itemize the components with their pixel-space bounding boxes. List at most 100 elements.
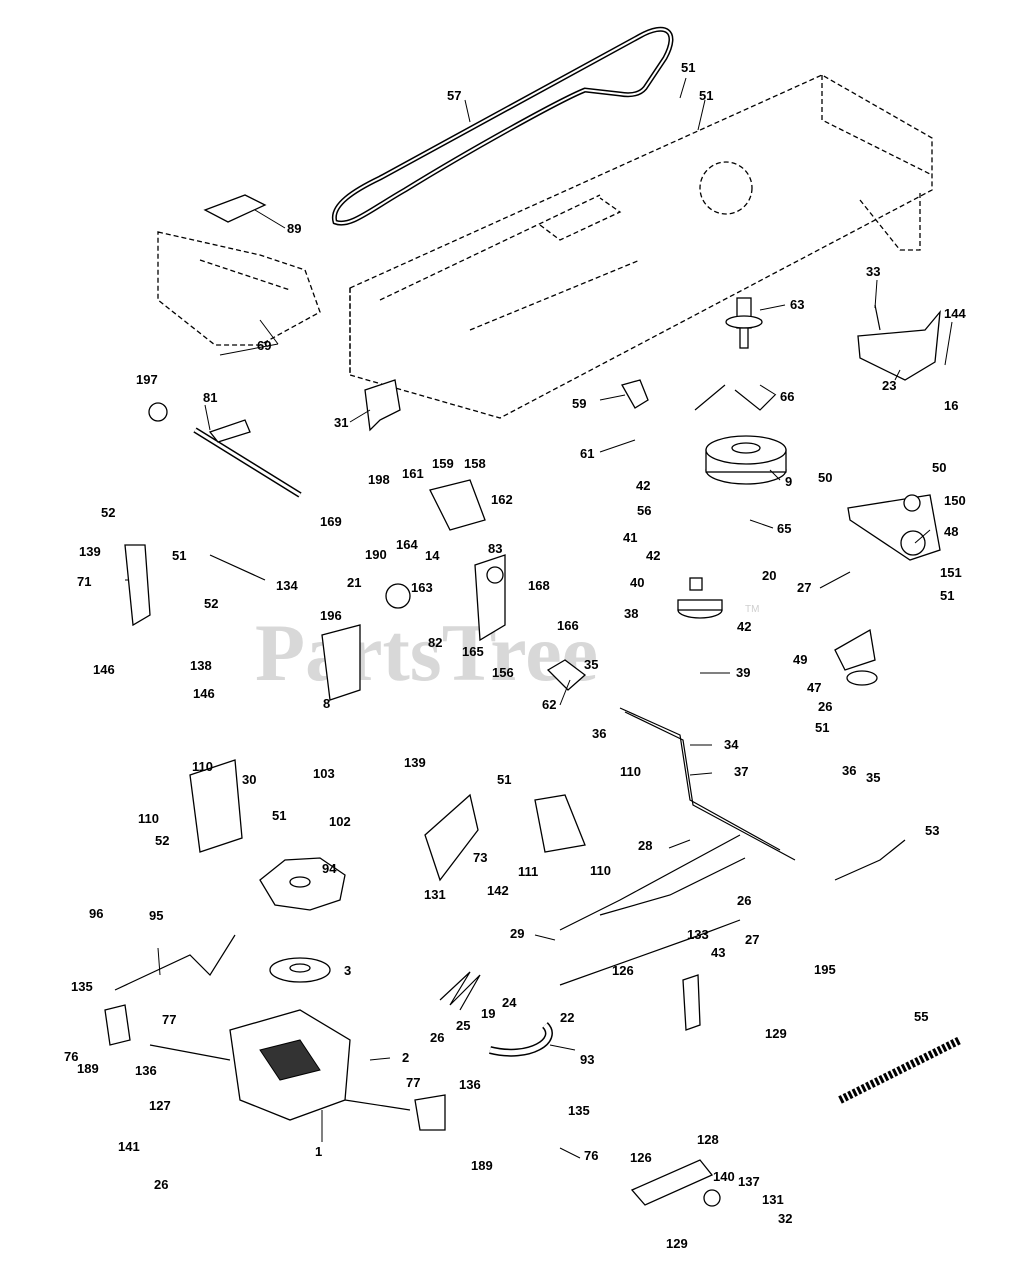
part-callout-27: 27	[797, 580, 811, 595]
drive-belt	[331, 26, 674, 226]
part-callout-139: 139	[79, 544, 101, 559]
part-callout-43: 43	[711, 945, 725, 960]
part-callout-26: 26	[430, 1030, 444, 1045]
part-callout-51: 51	[497, 772, 511, 787]
part-callout-53: 53	[925, 823, 939, 838]
part-callout-50: 50	[818, 470, 832, 485]
frame-drawing	[349, 74, 933, 419]
part-callout-136: 136	[135, 1063, 157, 1078]
part-callout-31: 31	[334, 415, 348, 430]
part-callout-61: 61	[580, 446, 594, 461]
part-callout-103: 103	[313, 766, 335, 781]
part-callout-81: 81	[203, 390, 217, 405]
part-callout-110: 110	[590, 863, 611, 878]
part-callout-50: 50	[932, 460, 946, 475]
part-callout-32: 32	[778, 1211, 792, 1226]
part-callout-83: 83	[488, 541, 502, 556]
part-callout-126: 126	[630, 1150, 652, 1165]
part-callout-135: 135	[568, 1103, 590, 1118]
part-callout-141: 141	[118, 1139, 140, 1154]
part-callout-48: 48	[944, 524, 958, 539]
part-callout-51: 51	[681, 60, 695, 75]
part-shapes	[104, 194, 962, 1207]
part-callout-89: 89	[287, 221, 301, 236]
part-callout-126: 126	[612, 963, 634, 978]
part-callout-158: 158	[464, 456, 486, 471]
part-callout-36: 36	[592, 726, 606, 741]
part-callout-136: 136	[459, 1077, 481, 1092]
part-callout-140: 140	[713, 1169, 735, 1184]
part-callout-35: 35	[584, 657, 598, 672]
part-callout-133: 133	[687, 927, 709, 942]
part-callout-36: 36	[842, 763, 856, 778]
part-callout-134: 134	[276, 578, 298, 593]
part-callout-26: 26	[154, 1177, 168, 1192]
part-callout-190: 190	[365, 547, 387, 562]
part-callout-42: 42	[737, 619, 751, 634]
part-callout-62: 62	[542, 697, 556, 712]
part-callout-19: 19	[481, 1006, 495, 1021]
part-callout-22: 22	[560, 1010, 574, 1025]
part-callout-51: 51	[699, 88, 713, 103]
part-callout-42: 42	[636, 478, 650, 493]
part-callout-35: 35	[866, 770, 880, 785]
part-callout-3: 3	[344, 963, 351, 978]
part-callout-146: 146	[93, 662, 115, 677]
part-callout-26: 26	[818, 699, 832, 714]
part-callout-73: 73	[473, 850, 487, 865]
part-callout-55: 55	[914, 1009, 928, 1024]
part-callout-24: 24	[502, 995, 517, 1010]
part-callout-129: 129	[765, 1026, 787, 1041]
part-callout-8: 8	[323, 696, 330, 711]
part-callout-197: 197	[136, 372, 158, 387]
part-callout-196: 196	[320, 608, 342, 623]
part-callout-49: 49	[793, 652, 807, 667]
part-callout-161: 161	[402, 466, 424, 481]
part-callout-168: 168	[528, 578, 550, 593]
part-callout-47: 47	[807, 680, 821, 695]
part-callout-156: 156	[492, 665, 514, 680]
part-callout-76: 76	[584, 1148, 598, 1163]
part-callout-146: 146	[193, 686, 215, 701]
part-callout-34: 34	[724, 737, 739, 752]
part-callout-102: 102	[329, 814, 351, 829]
part-callout-96: 96	[89, 906, 103, 921]
part-callout-76: 76	[64, 1049, 78, 1064]
part-callout-165: 165	[462, 644, 484, 659]
part-callout-82: 82	[428, 635, 442, 650]
part-callout-169: 169	[320, 514, 342, 529]
part-callout-65: 65	[777, 521, 791, 536]
partstree-watermark: PartsTree	[255, 607, 598, 698]
part-callout-77: 77	[162, 1012, 176, 1027]
part-callout-128: 128	[697, 1132, 719, 1147]
part-callout-77: 77	[406, 1075, 420, 1090]
part-callout-52: 52	[204, 596, 218, 611]
part-callout-94: 94	[322, 861, 337, 876]
part-callout-195: 195	[814, 962, 836, 977]
trademark-mark: TM	[745, 604, 759, 615]
part-callout-57: 57	[447, 88, 461, 103]
part-callout-110: 110	[620, 764, 641, 779]
part-callout-40: 40	[630, 575, 644, 590]
part-callout-95: 95	[149, 908, 163, 923]
part-callout-127: 127	[149, 1098, 171, 1113]
part-callout-26: 26	[737, 893, 751, 908]
part-callout-163: 163	[411, 580, 433, 595]
part-callout-63: 63	[790, 297, 804, 312]
part-callout-93: 93	[580, 1052, 594, 1067]
part-callout-69: 69	[257, 338, 271, 353]
part-callout-151: 151	[940, 565, 962, 580]
part-callout-27: 27	[745, 932, 759, 947]
part-callout-38: 38	[624, 606, 638, 621]
part-callout-14: 14	[425, 548, 440, 563]
part-callout-110: 110	[192, 759, 213, 774]
part-callout-164: 164	[396, 537, 418, 552]
leader-lines	[125, 77, 953, 1159]
part-callout-52: 52	[155, 833, 169, 848]
part-callout-139: 139	[404, 755, 426, 770]
part-callout-162: 162	[491, 492, 513, 507]
part-callout-41: 41	[623, 530, 637, 545]
part-callout-142: 142	[487, 883, 509, 898]
part-callout-131: 131	[762, 1192, 784, 1207]
